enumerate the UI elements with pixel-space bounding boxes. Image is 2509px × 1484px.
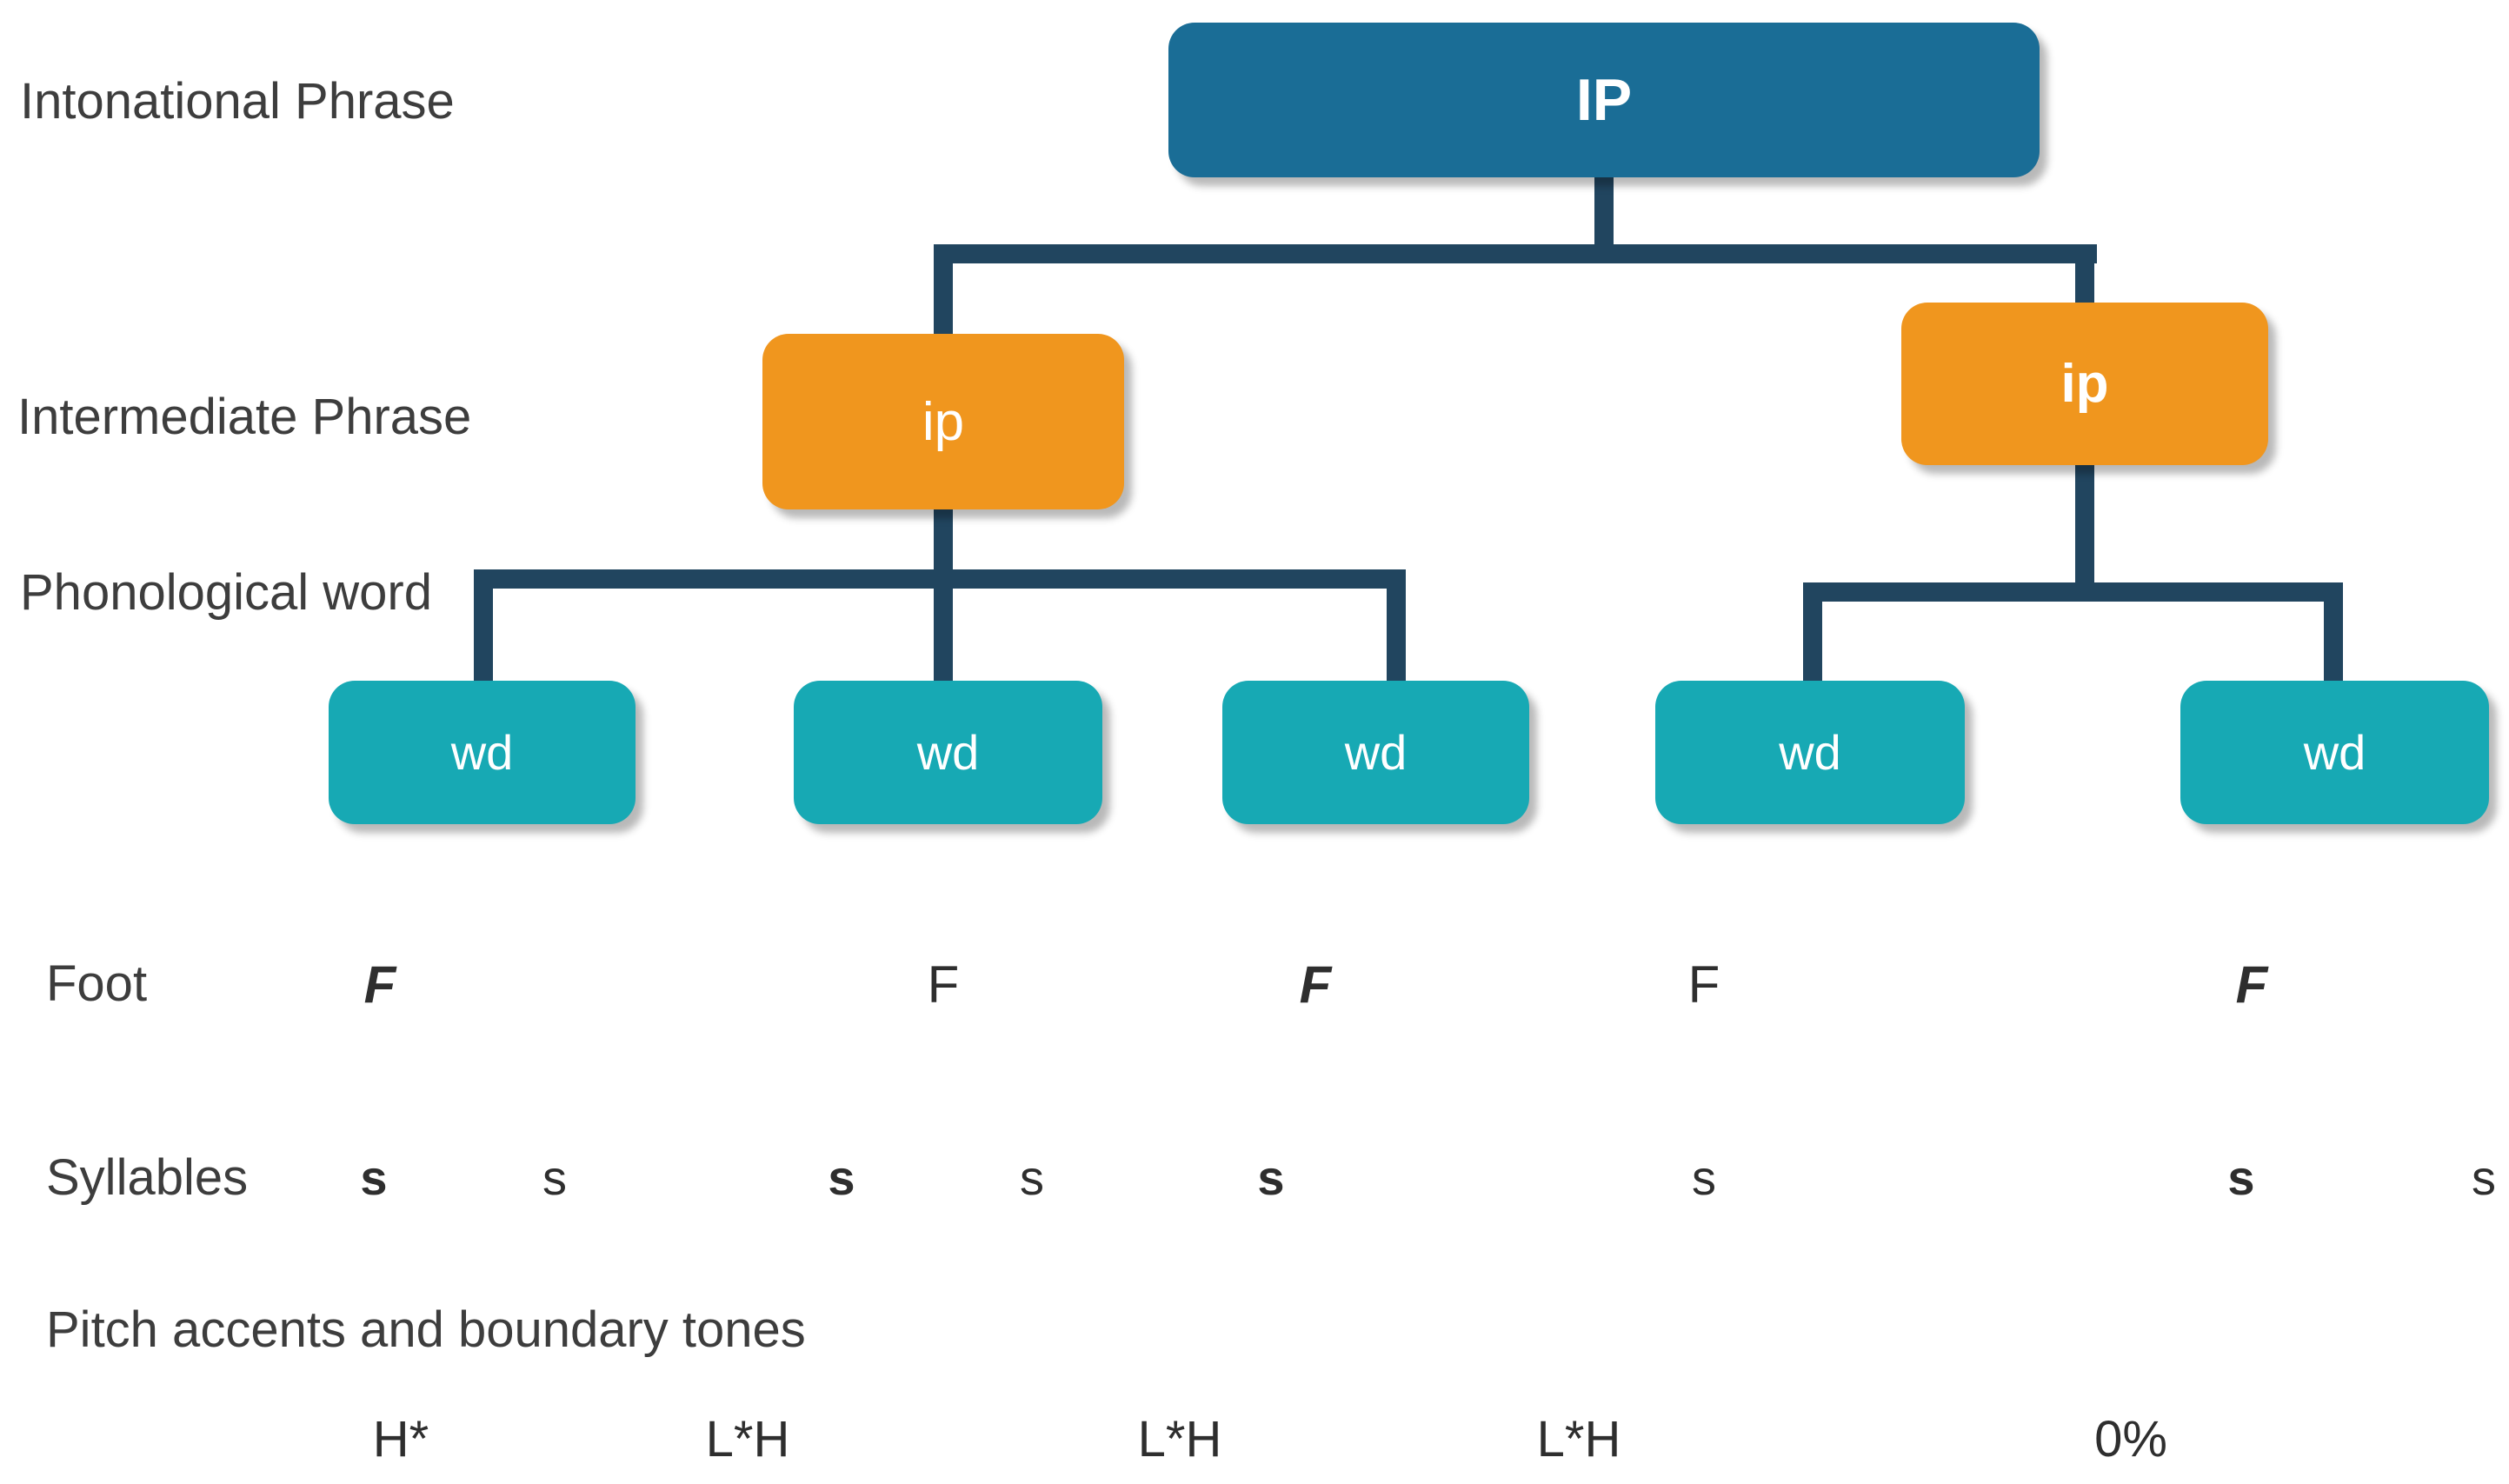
- connector-drop-ip-left: [934, 244, 953, 340]
- node-word-2: wd: [794, 681, 1102, 824]
- node-word-4: wd: [1655, 681, 1965, 824]
- connector-ip2-stem: [2075, 461, 2094, 602]
- connector-ip1-stem: [934, 504, 953, 682]
- node-word-1: wd: [329, 681, 636, 824]
- connector-drop-wd1: [474, 569, 493, 682]
- row-label-pitch-accents: Pitch accents and boundary tones: [46, 1301, 806, 1358]
- syllable-mark-7: s: [2227, 1150, 2255, 1205]
- syllable-mark-2: s: [542, 1150, 567, 1205]
- node-intonational-phrase: IP: [1168, 23, 2040, 177]
- row-label-intonational-phrase: Intonational Phrase: [20, 73, 455, 130]
- syllable-mark-1: s: [360, 1150, 388, 1205]
- syllable-mark-4: s: [1020, 1150, 1044, 1205]
- connector-drop-wd4: [1803, 582, 1822, 682]
- tone-label-4: L*H: [1536, 1411, 1621, 1467]
- node-intermediate-phrase-left: ip: [762, 334, 1124, 509]
- tone-label-5: 0%: [2094, 1411, 2167, 1467]
- connector-drop-wd5: [2324, 582, 2343, 682]
- syllable-mark-5: s: [1257, 1150, 1285, 1205]
- node-intermediate-phrase-right: ip: [1901, 303, 2268, 465]
- connector-ip-bar: [934, 244, 2097, 263]
- tone-label-2: L*H: [705, 1411, 790, 1467]
- row-label-syllables: Syllables: [46, 1149, 249, 1206]
- tone-label-3: L*H: [1137, 1411, 1222, 1467]
- connector-ip-stem: [1594, 174, 1614, 254]
- row-label-phonological-word: Phonological word: [20, 564, 432, 621]
- syllable-mark-8: s: [2472, 1150, 2496, 1205]
- tone-label-1: H*: [372, 1411, 429, 1467]
- syllable-mark-6: s: [1692, 1150, 1716, 1205]
- connector-drop-wd3: [1387, 569, 1406, 682]
- foot-mark-4: F: [1687, 955, 1720, 1014]
- row-label-foot: Foot: [46, 955, 148, 1012]
- foot-mark-3: F: [1299, 955, 1332, 1014]
- connector-word-bar-right: [1803, 582, 2343, 602]
- connector-drop-ip-right: [2075, 244, 2094, 309]
- node-word-5: wd: [2180, 681, 2489, 824]
- syllable-mark-3: s: [828, 1150, 855, 1205]
- foot-mark-1: F: [363, 955, 396, 1014]
- foot-mark-2: F: [927, 955, 960, 1014]
- node-word-3: wd: [1222, 681, 1529, 824]
- row-label-intermediate-phrase: Intermediate Phrase: [17, 389, 472, 445]
- foot-mark-5: F: [2235, 955, 2268, 1014]
- connector-word-bar-left: [474, 569, 1406, 589]
